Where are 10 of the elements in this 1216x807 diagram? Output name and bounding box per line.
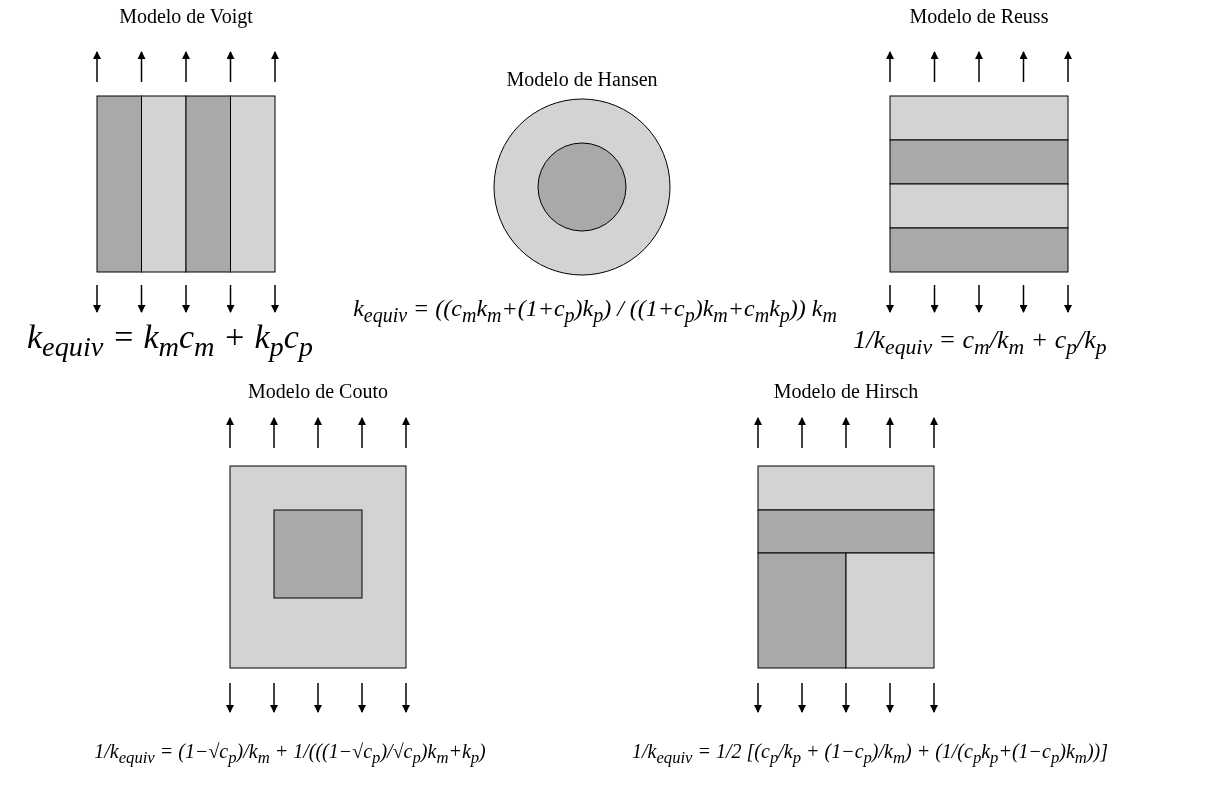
model-title: Modelo de Reuss — [909, 5, 1049, 28]
formula: k$_{equiv}$ = k$_{m}$c$_{m}$ + k$_{p}$c$_{p}$ — [27, 318, 313, 363]
formula: k$_{equiv}$ = ((c$_{m}$k$_{m}$+(1+c$_{p}$)k$_{p}$) / ((1+c$_{p}$)k$_{m}$+c$_{m}$k$_{p}$)) k$_{m}$ — [353, 295, 837, 327]
formula: 1/k$_{equiv}$ = 1/2 [(c$_{p}$/k$_{p}$ + (1−c$_{p}$)/k$_{m}$) + (1/(c$_{p}$k$_{p}$+(1−c$_{p}$)k$_{m}$))] — [632, 740, 1108, 768]
model-title: Modelo de Couto — [248, 380, 388, 403]
formula: 1/k$_{equiv}$ = (1−√c$_{p}$)/k$_{m}$ + 1/(((1−√c$_{p}$)/√c$_{p}$)k$_{m}$+k$_{p}$) — [94, 740, 486, 768]
model-title: Modelo de Hirsch — [773, 380, 919, 403]
formula: 1/k$_{equiv}$ = c$_{m}$/k$_{m}$ + c$_{p}$/k$_{p}$ — [853, 325, 1107, 361]
model-title: Modelo de Hansen — [506, 68, 658, 91]
model-title: Modelo de Voigt — [119, 5, 253, 28]
